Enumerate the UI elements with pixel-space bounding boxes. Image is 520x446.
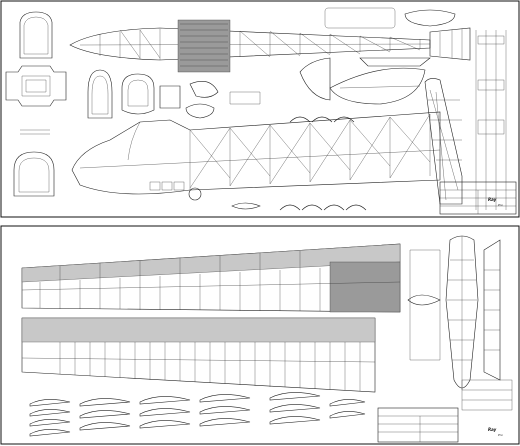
logo-bottom: Ray Pro: [488, 427, 503, 437]
logo-bottom-text: Ray: [488, 427, 497, 432]
wing-panel-upper: [21, 243, 401, 313]
wing-panel-lower: [21, 317, 376, 393]
top-title-block: [439, 181, 517, 215]
bottom-title-block: [377, 379, 513, 443]
horizontal-stabilizer: [407, 235, 501, 390]
wing-root-hatch: [329, 261, 401, 313]
fuselage-top-view: [69, 19, 471, 73]
bottom-sheet-border: [0, 225, 520, 445]
top-sheet-border: [0, 0, 520, 218]
wing-ribs: [29, 392, 366, 437]
logo-top: Ray Pro: [488, 197, 503, 207]
logo-bottom-sub: Pro: [498, 433, 503, 437]
wing-saddle-hatch: [177, 19, 231, 73]
upper-right-parts: [324, 7, 507, 210]
tailplane-parts: [231, 57, 431, 211]
logo-top-sub: Pro: [498, 203, 503, 207]
former-views-left: [5, 11, 67, 197]
logo-top-text: Ray: [488, 197, 497, 202]
vertical-fin: [424, 78, 463, 205]
canopy-parts: [87, 69, 261, 119]
fuselage-side-view: [71, 111, 441, 201]
